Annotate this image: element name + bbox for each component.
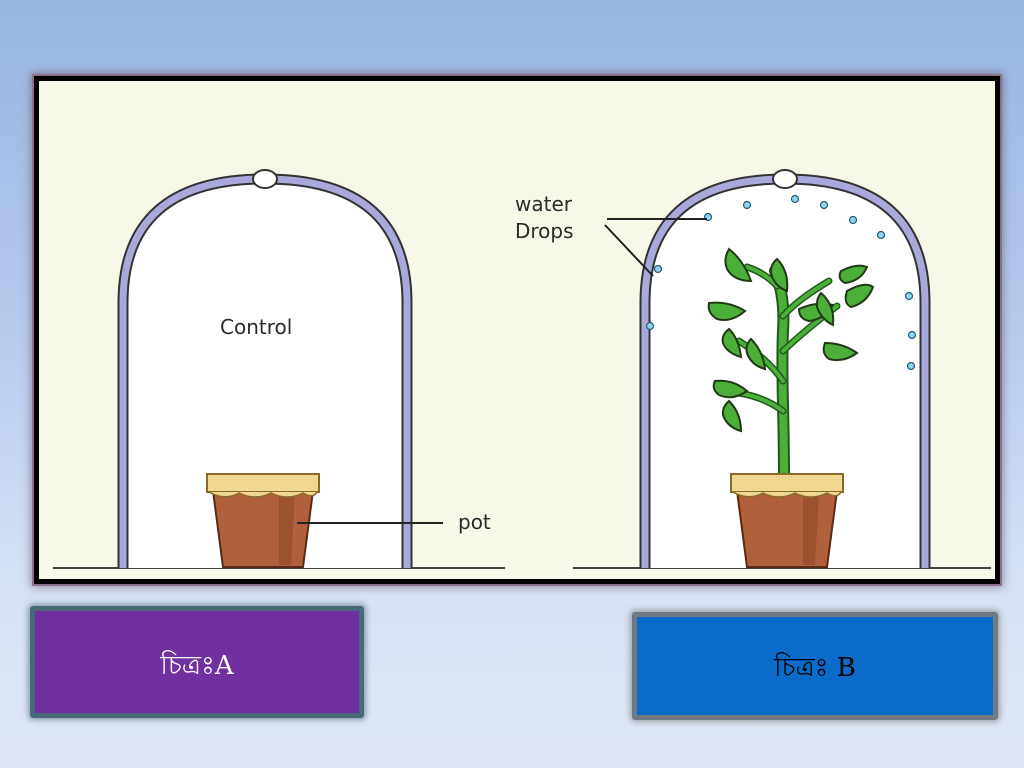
label-control: Control <box>220 315 292 339</box>
pot-left <box>206 473 320 568</box>
label-drops-text: Drops <box>515 219 574 243</box>
plant <box>707 247 875 481</box>
caption-b-text: চিত্রঃ B <box>774 653 856 683</box>
caption-a: চিত্রঃA <box>30 606 364 718</box>
bell-jar-diagram: Control pot water Drops <box>53 169 991 569</box>
pot-right <box>730 473 844 568</box>
water-pointer-diag <box>604 224 654 277</box>
bell-jar-left <box>117 169 413 568</box>
diagram-frame: Control pot water Drops <box>34 76 1000 584</box>
caption-a-text: চিত্রঃA <box>160 651 234 681</box>
label-pot: pot <box>458 510 491 534</box>
caption-b: চিত্রঃ B <box>632 612 998 720</box>
water-drops <box>645 194 917 371</box>
label-water: water <box>515 192 573 216</box>
